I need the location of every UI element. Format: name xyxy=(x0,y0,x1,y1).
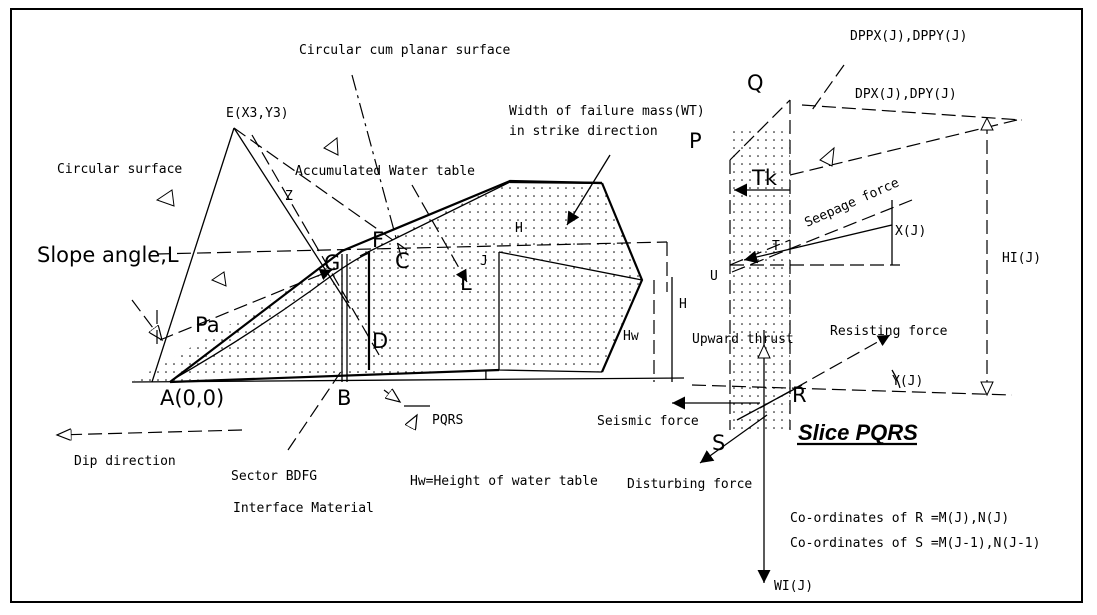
label-circular-cum-planar: Circular cum planar surface xyxy=(299,43,510,58)
label-coord-s: Co-ordinates of S =M(J-1),N(J-1) xyxy=(790,536,1040,551)
label-wij: WI(J) xyxy=(774,579,813,594)
label-e-point: E(X3,Y3) xyxy=(226,106,289,121)
label-tk: Tk xyxy=(751,166,778,190)
label-disturbing: Disturbing force xyxy=(627,477,752,492)
label-b-point: B xyxy=(337,386,351,410)
label-d: D xyxy=(372,329,388,353)
label-s: S xyxy=(712,431,725,455)
label-hw: Hw xyxy=(623,329,639,344)
label-width-line1: Width of failure mass(WT) xyxy=(509,104,705,119)
slice-title: Slice PQRS xyxy=(798,420,918,445)
slope-block xyxy=(57,74,685,451)
label-dppx: DPPX(J),DPPY(J) xyxy=(850,29,967,44)
label-j: J xyxy=(480,254,488,269)
label-u: U xyxy=(710,269,718,284)
diagram-frame: Circular cum planar surface E(X3,Y3) Cir… xyxy=(10,8,1083,603)
label-width-line2: in strike direction xyxy=(509,124,658,139)
label-upward: Upward thrust xyxy=(692,332,794,347)
label-h-right: H xyxy=(679,297,687,312)
label-yj: Y(J) xyxy=(892,374,923,389)
label-pqrs-small: PQRS xyxy=(432,413,463,428)
label-slope-angle: Slope angle,L xyxy=(37,243,179,267)
label-l: L xyxy=(460,271,472,295)
label-coord-r: Co-ordinates of R =M(J),N(J) xyxy=(790,511,1009,526)
label-hw-def: Hw=Height of water table xyxy=(410,474,598,489)
label-a-point: A(0,0) xyxy=(160,386,224,410)
label-seepage: Seepage force xyxy=(803,175,902,230)
label-c: C xyxy=(395,249,410,273)
label-g: G xyxy=(324,251,340,275)
label-r: R xyxy=(792,383,807,407)
label-h-top: H xyxy=(515,221,523,236)
label-seismic: Seismic force xyxy=(597,414,699,429)
label-dpx: DPX(J),DPY(J) xyxy=(855,87,957,102)
label-resisting: Resisting force xyxy=(830,324,948,339)
label-q: Q xyxy=(747,71,764,95)
label-pa: Pa xyxy=(195,313,220,337)
label-t: T xyxy=(772,239,780,254)
slope-failure-diagram: Circular cum planar surface E(X3,Y3) Cir… xyxy=(37,29,1041,594)
label-dip-direction: Dip direction xyxy=(74,454,176,469)
label-p: P xyxy=(689,129,702,153)
label-hij: HI(J) xyxy=(1002,251,1041,266)
label-sector: Sector BDFG xyxy=(231,469,317,484)
label-accumulated-water: Accumulated Water table xyxy=(295,164,475,179)
label-xj: X(J) xyxy=(895,224,926,239)
label-z: Z xyxy=(285,189,293,204)
label-f: F xyxy=(372,228,384,252)
label-i-small: I xyxy=(482,369,490,384)
label-interface-material: Interface Material xyxy=(233,501,374,516)
label-circular-surface: Circular surface xyxy=(57,162,182,177)
slice-pqrs xyxy=(672,64,1023,583)
